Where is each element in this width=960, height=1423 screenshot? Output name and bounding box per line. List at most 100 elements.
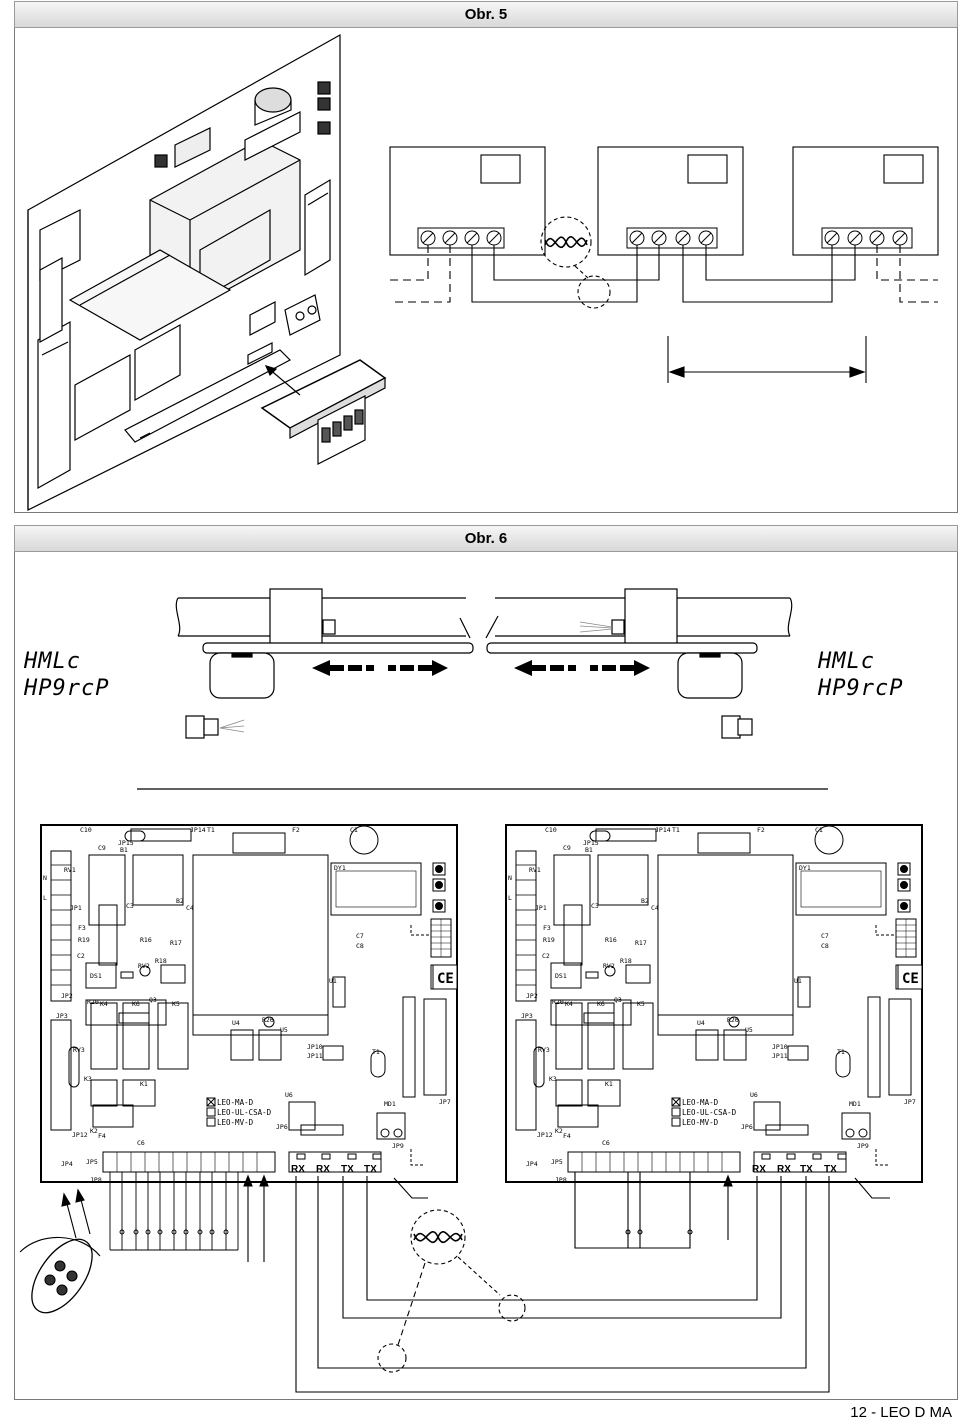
svg-text:K1: K1 [140, 1080, 148, 1088]
svg-text:R19: R19 [78, 936, 90, 944]
svg-text:C2: C2 [542, 952, 550, 960]
svg-text:K2: K2 [555, 1127, 563, 1135]
svg-text:K6: K6 [597, 1000, 605, 1008]
svg-text:U4: U4 [697, 1019, 705, 1027]
svg-text:DS1: DS1 [555, 972, 567, 980]
svg-text:C9: C9 [98, 844, 106, 852]
model-options-right: LEO-MA-D LEO-UL-CSA-D LEO-MV-D [682, 1098, 737, 1127]
svg-text:C7: C7 [356, 932, 364, 940]
svg-text:C4: C4 [651, 904, 659, 912]
sliding-gates-top-view [137, 588, 828, 790]
left-display-line-1: HMLc [23, 649, 81, 674]
figure-5-title: Obr. 5 [14, 1, 958, 28]
svg-text:JP3: JP3 [56, 1012, 68, 1020]
svg-text:U4: U4 [232, 1019, 240, 1027]
svg-text:JP6: JP6 [741, 1123, 753, 1131]
svg-text:C8: C8 [821, 942, 829, 950]
svg-text:RX: RX [777, 1164, 791, 1175]
svg-text:JP8: JP8 [90, 1176, 102, 1184]
bottom-wiring [19, 1172, 890, 1393]
svg-text:LEO-MV-D: LEO-MV-D [217, 1118, 254, 1127]
svg-text:C10: C10 [80, 826, 92, 834]
svg-text:JP2: JP2 [526, 992, 538, 1000]
svg-text:L: L [508, 894, 512, 902]
svg-text:JP5: JP5 [86, 1158, 98, 1166]
svg-text:R17: R17 [635, 939, 647, 947]
svg-text:RV2: RV2 [603, 962, 615, 970]
svg-text:RX: RX [752, 1164, 766, 1175]
svg-text:JP8: JP8 [555, 1176, 567, 1184]
svg-text:R17: R17 [170, 939, 182, 947]
remote-control-icon [19, 1188, 101, 1314]
svg-text:JP11: JP11 [307, 1052, 323, 1060]
svg-text:JP9: JP9 [392, 1142, 404, 1150]
svg-text:LEO-MA-D: LEO-MA-D [682, 1098, 719, 1107]
svg-text:K4: K4 [565, 1000, 573, 1008]
svg-text:DY1: DY1 [334, 864, 346, 872]
svg-text:Q3: Q3 [614, 996, 622, 1004]
svg-text:N: N [508, 874, 512, 882]
svg-text:Q3: Q3 [149, 996, 157, 1004]
svg-text:C10: C10 [545, 826, 557, 834]
page-footer: 12 - LEO D MA [850, 1404, 952, 1421]
right-display-line-2: HP9rcP [817, 676, 903, 701]
svg-text:JP2: JP2 [61, 992, 73, 1000]
svg-text:LEO-MV-D: LEO-MV-D [682, 1118, 719, 1127]
svg-text:TX: TX [824, 1164, 837, 1175]
model-options-left: LEO-MA-D LEO-UL-CSA-D LEO-MV-D [217, 1098, 272, 1127]
svg-text:JP14: JP14 [190, 826, 206, 834]
svg-text:RV2: RV2 [138, 962, 150, 970]
svg-text:N: N [43, 874, 47, 882]
svg-text:T1: T1 [837, 1048, 845, 1056]
svg-text:JP15: JP15 [583, 839, 599, 847]
svg-text:R26: R26 [727, 1016, 739, 1024]
board-left-labels: C10 JP15 JP14 T1 F2 C1 C9 B1 DY1 N L RV1… [43, 826, 454, 1184]
model-checkboxes-left [206, 1097, 216, 1127]
right-display-line-1: HMLc [817, 649, 875, 674]
rxtx-labels-left: RX RX TX TX [291, 1164, 377, 1175]
svg-text:K5: K5 [637, 1000, 645, 1008]
model-checkboxes-right [671, 1097, 681, 1127]
svg-text:C8: C8 [356, 942, 364, 950]
board-right-labels: C10 JP15 JP14 T1 F2 C1 C9 B1 DY1 N L RV1… [508, 826, 919, 1184]
svg-text:JP4: JP4 [61, 1160, 73, 1168]
figure-5-frame [14, 28, 958, 513]
svg-text:MD1: MD1 [849, 1100, 861, 1108]
svg-text:TX: TX [800, 1164, 813, 1175]
svg-text:F3: F3 [543, 924, 551, 932]
svg-text:JP7: JP7 [904, 1098, 916, 1106]
svg-text:T1: T1 [372, 1048, 380, 1056]
svg-text:C2: C2 [77, 952, 85, 960]
svg-text:U1: U1 [329, 977, 337, 985]
svg-text:CE: CE [437, 971, 454, 987]
svg-text:RX: RX [291, 1164, 305, 1175]
svg-text:R20: R20 [552, 998, 564, 1006]
svg-text:C4: C4 [186, 904, 194, 912]
svg-text:R16: R16 [605, 936, 617, 944]
svg-text:TX: TX [341, 1164, 354, 1175]
svg-text:JP3: JP3 [521, 1012, 533, 1020]
svg-text:JP5: JP5 [551, 1158, 563, 1166]
svg-text:R18: R18 [620, 957, 632, 965]
svg-text:JP10: JP10 [772, 1043, 788, 1051]
svg-text:K1: K1 [605, 1080, 613, 1088]
svg-text:JP1: JP1 [70, 904, 82, 912]
svg-text:TX: TX [364, 1164, 377, 1175]
svg-text:JP11: JP11 [772, 1052, 788, 1060]
svg-text:T1: T1 [207, 826, 215, 834]
left-display-line-2: HP9rcP [23, 676, 109, 701]
svg-text:RX: RX [316, 1164, 330, 1175]
svg-text:JP7: JP7 [439, 1098, 451, 1106]
svg-text:K3: K3 [84, 1075, 92, 1083]
svg-text:U5: U5 [745, 1026, 753, 1034]
svg-text:B2: B2 [176, 897, 184, 905]
svg-text:JP4: JP4 [526, 1160, 538, 1168]
svg-text:C6: C6 [602, 1139, 610, 1147]
svg-text:LEO-UL-CSA-D: LEO-UL-CSA-D [217, 1108, 272, 1117]
svg-text:U1: U1 [794, 977, 802, 985]
svg-text:F4: F4 [98, 1132, 106, 1140]
svg-text:U6: U6 [285, 1091, 293, 1099]
figure-6-title: Obr. 6 [14, 525, 958, 552]
svg-text:K5: K5 [172, 1000, 180, 1008]
